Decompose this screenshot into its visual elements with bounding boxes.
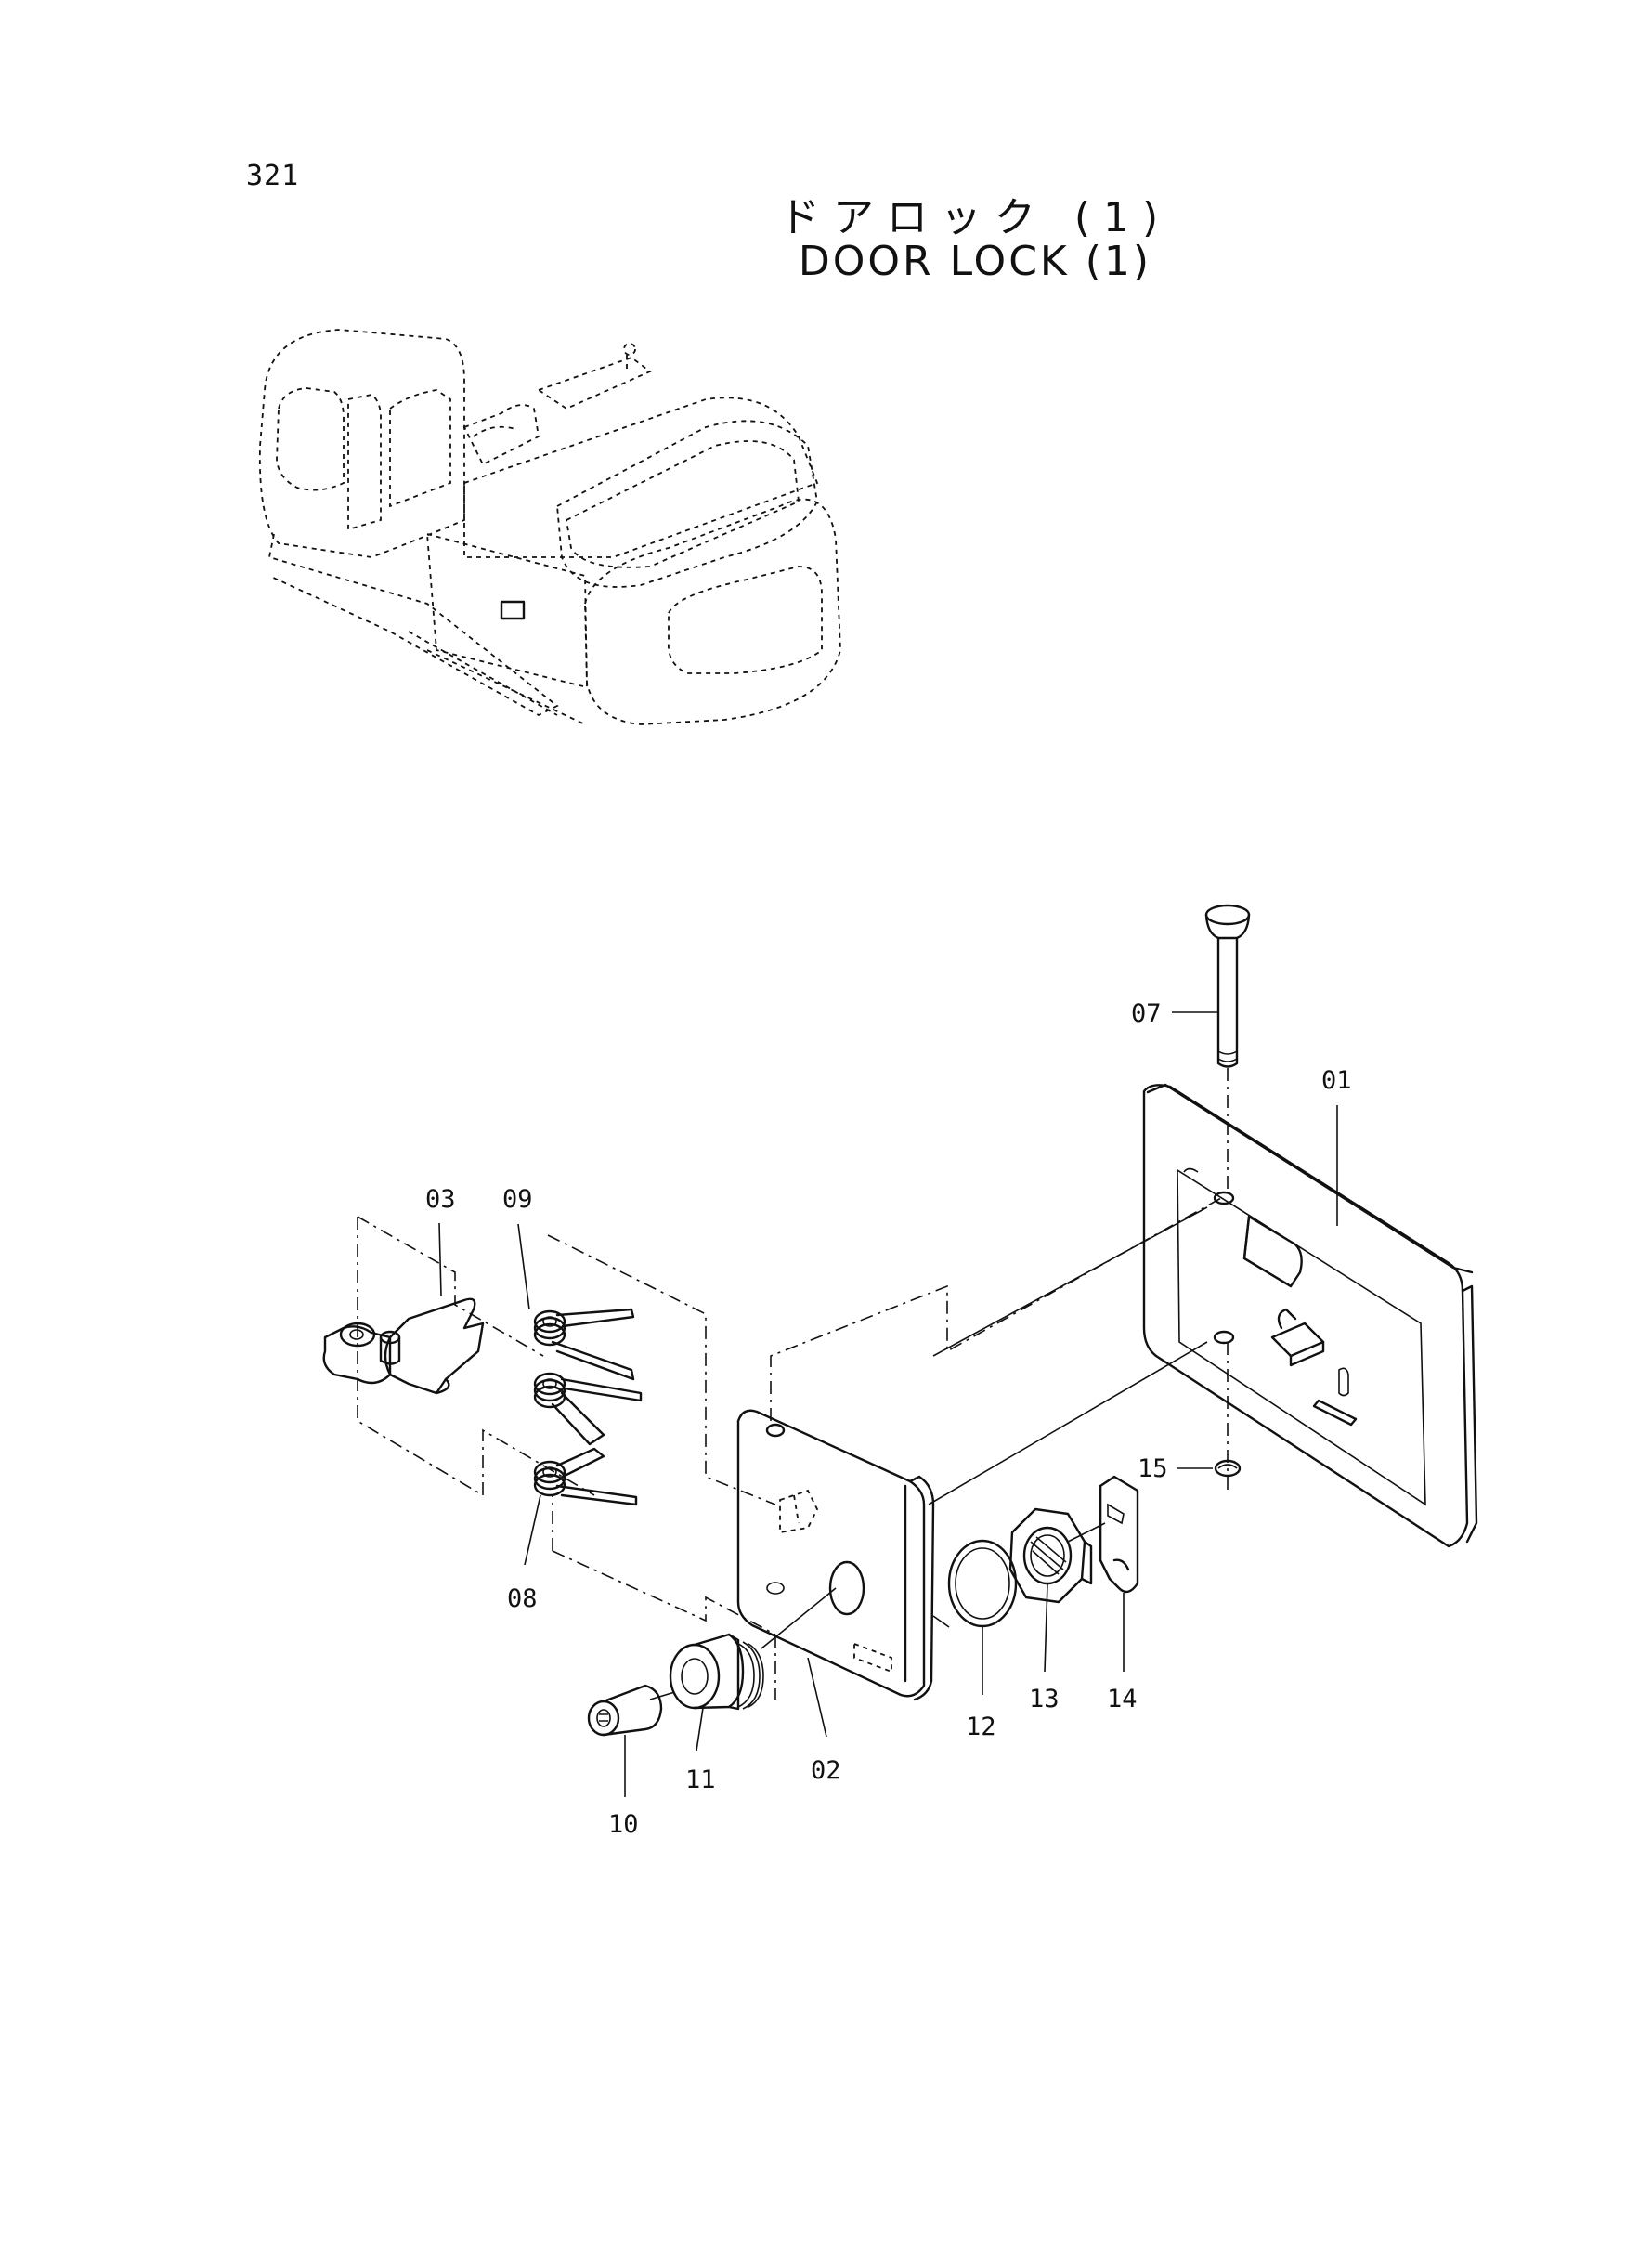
torsion-spring-middle [533, 1372, 643, 1446]
label-part-03: 03 [425, 1185, 456, 1214]
nut-13 [1008, 1507, 1093, 1604]
key-cylinder-10 [587, 1684, 663, 1737]
leader-lines [438, 1011, 1338, 1797]
label-part-01: 01 [1321, 1066, 1352, 1095]
page-number: 321 [246, 160, 300, 192]
excavator-locator-illustration [258, 329, 841, 725]
label-part-15: 15 [1138, 1454, 1168, 1483]
label-part-07: 07 [1131, 999, 1162, 1028]
lock-case-02 [736, 1409, 935, 1701]
pin-07 [1204, 904, 1251, 1068]
label-part-12: 12 [966, 1713, 996, 1741]
page-title-japanese: ドアロック (1) [778, 194, 1172, 241]
label-part-08: 08 [507, 1584, 538, 1613]
o-ring-12 [947, 1539, 1018, 1628]
page-title-english: DOOR LOCK (1) [798, 238, 1152, 285]
label-part-11: 11 [685, 1765, 716, 1794]
base-plate-01 [1142, 1083, 1478, 1548]
latch-lever-03 [322, 1297, 485, 1395]
lock-barrel-11 [669, 1633, 764, 1711]
label-part-10: 10 [608, 1810, 639, 1839]
torsion-spring-08 [533, 1447, 638, 1506]
key-plate-14 [1099, 1475, 1139, 1594]
label-part-02: 02 [811, 1756, 841, 1785]
label-part-09: 09 [502, 1185, 533, 1214]
clip-15 [1214, 1459, 1242, 1478]
label-part-14: 14 [1107, 1685, 1138, 1713]
torsion-spring-09 [533, 1308, 635, 1381]
label-part-13: 13 [1029, 1685, 1060, 1713]
